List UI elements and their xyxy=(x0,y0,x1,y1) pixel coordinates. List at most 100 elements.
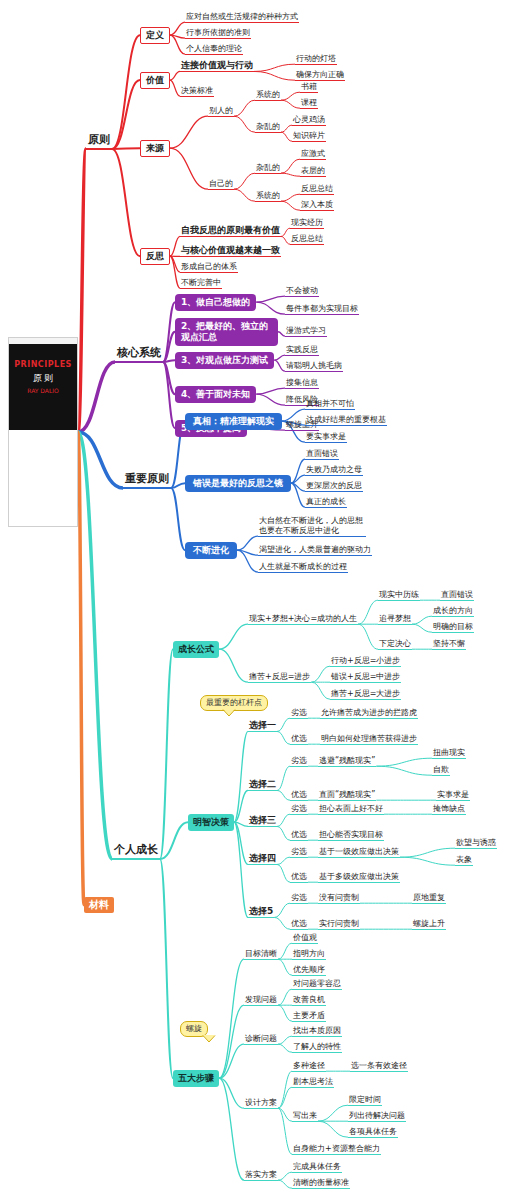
leaf-topic: 明白如何处理痛苦获得进步 xyxy=(320,734,418,745)
leaf-topic: 劣选 xyxy=(290,708,308,719)
leaf-topic: 实践反思 xyxy=(285,345,319,356)
topic-text: 掩饰缺点 xyxy=(433,804,465,814)
leaf-topic: 了解人的特性 xyxy=(292,1042,342,1053)
branch-connector xyxy=(234,116,255,132)
leaf-topic: 实行问责制 xyxy=(318,919,360,930)
leaf-topic: 发现问题 xyxy=(244,995,278,1006)
topic-text: 发现问题 xyxy=(245,995,277,1005)
leaf-topic: 行动的灯塔 xyxy=(295,54,337,65)
branch-connector xyxy=(360,929,412,930)
leaf-topic: 优先顺序 xyxy=(292,965,326,976)
branch-connector xyxy=(358,624,378,649)
topic-text: 定义 xyxy=(146,30,164,41)
topic-text: 五大步骤 xyxy=(178,1073,214,1084)
topic-text: 优先顺序 xyxy=(293,965,325,975)
branch-connector xyxy=(400,848,455,857)
branch-connector xyxy=(308,744,320,745)
leaf-topic: 不断完善中 xyxy=(180,278,222,289)
topic-text: 知识碎片 xyxy=(293,131,325,141)
topic-text: 明智决策 xyxy=(193,817,229,828)
branch-connector xyxy=(170,80,180,96)
leaf-topic: 指明方向 xyxy=(292,949,326,960)
branch-connector xyxy=(256,388,285,394)
main-branch-topic: 核心系统 xyxy=(115,346,163,363)
leaf-topic: 达成好结果的重要根基 xyxy=(305,415,387,426)
branch-connector xyxy=(360,903,412,904)
topic-text: 痛苦+反思=进步 xyxy=(249,672,310,682)
leaf-topic: 诊断问题 xyxy=(244,1034,278,1045)
main-branch-topic: 重要原则 xyxy=(123,472,171,489)
topic-text: 杂乱的 xyxy=(256,163,280,173)
branch-connector xyxy=(308,718,320,719)
callout-bubble: 最重要的杠杆点 xyxy=(200,695,268,711)
leaf-topic: 行事所依据的准则 xyxy=(185,28,251,39)
topic-text: 表象 xyxy=(456,855,472,865)
topic-text: 反思总结 xyxy=(291,234,323,244)
branch-connector xyxy=(278,1180,292,1188)
leaf-topic: 主要矛盾 xyxy=(292,1011,326,1022)
leaf-topic: 优选 xyxy=(290,790,308,801)
topic-text: 选择四 xyxy=(249,853,276,864)
branch-connector xyxy=(277,766,290,790)
branch-connector xyxy=(170,256,180,288)
topic-text: 落实方案 xyxy=(245,1170,277,1180)
topic-text: 重要原则 xyxy=(125,472,169,486)
topic-text: 原 则 xyxy=(9,373,77,384)
topic-text: 人生就是不断成长的过程 xyxy=(259,562,347,572)
topic-text: 要实事求是 xyxy=(306,432,346,442)
topic-text: 系统的 xyxy=(256,191,280,201)
topic-text: 现实中历练 xyxy=(379,590,419,600)
topic-text: 诊断问题 xyxy=(245,1034,277,1044)
leaf-topic: 应激式 xyxy=(300,149,326,160)
branch-connector xyxy=(170,148,208,189)
branch-connector xyxy=(291,475,305,483)
branch-connector xyxy=(278,943,292,959)
branch-connector xyxy=(308,929,318,930)
leaf-topic: 真相并不可怕 xyxy=(305,399,355,410)
topic-text: 个人成长 xyxy=(114,843,158,857)
branch-connector xyxy=(376,800,436,801)
branch-box: 反思 xyxy=(140,248,170,265)
branch-connector xyxy=(112,35,140,149)
topic-text: 劣选 xyxy=(291,893,307,903)
topic-text: 劣选 xyxy=(291,847,307,857)
leaf-topic: 杂乱的 xyxy=(255,122,281,133)
topic-text: 担心能否实现目标 xyxy=(319,830,383,840)
leaf-topic: 直面错误 xyxy=(305,449,339,460)
leaf-topic: 成长的方向 xyxy=(432,606,474,617)
topic-text: 螺旋 xyxy=(186,1024,202,1034)
leaf-topic: 下定决心 xyxy=(378,639,412,650)
topic-text: 行事所依据的准则 xyxy=(186,28,250,38)
subtopic: 选择一 xyxy=(248,720,277,732)
topic-text: 允许痛苦成为进步的拦路虎 xyxy=(321,708,417,718)
topic-text: 改善良机 xyxy=(293,995,325,1005)
topic-text: 劣选 xyxy=(291,708,307,718)
leaf-topic: 欲望与诱惑 xyxy=(455,838,497,849)
main-branch-topic: 个人成长 xyxy=(112,843,160,860)
topic-text: 核心系统 xyxy=(117,346,161,360)
topic-text: 直面错误 xyxy=(441,590,473,600)
leaf-topic: 逃避“残酷现实” xyxy=(318,756,376,767)
core-box: 4、善于面对未知 xyxy=(175,386,256,403)
topic-text: 4、善于面对未知 xyxy=(181,389,250,400)
leaf-topic: 优选 xyxy=(290,872,308,883)
subtopic: 与核心价值观越来越一致 xyxy=(180,245,281,257)
leaf-topic: 现实+梦想+决心=成功的人生 xyxy=(248,614,358,625)
branch-connector xyxy=(281,201,300,210)
core-box: 2、把最好的、独立的 观点汇总 xyxy=(175,318,278,347)
leaf-topic: 目标清晰 xyxy=(244,949,278,960)
topic-text: 达成好结果的重要根基 xyxy=(306,415,386,425)
core-box: 3、对观点做压力测试 xyxy=(175,352,274,369)
topic-text: 不断进化 xyxy=(193,545,229,556)
branch-connector xyxy=(219,1078,244,1180)
leaf-topic: 没有问责制 xyxy=(318,893,360,904)
topic-text: 了解人的特性 xyxy=(293,1042,341,1052)
branch-connector xyxy=(278,1087,292,1108)
branch-connector xyxy=(234,173,255,189)
topic-text: 劣选 xyxy=(291,804,307,814)
topic-text: 对问题零容忍 xyxy=(293,979,341,989)
topic-text: 书籍 xyxy=(301,82,317,92)
branch-connector xyxy=(376,758,432,766)
branch-connector xyxy=(281,125,292,132)
topic-text: 表层的 xyxy=(301,166,325,176)
